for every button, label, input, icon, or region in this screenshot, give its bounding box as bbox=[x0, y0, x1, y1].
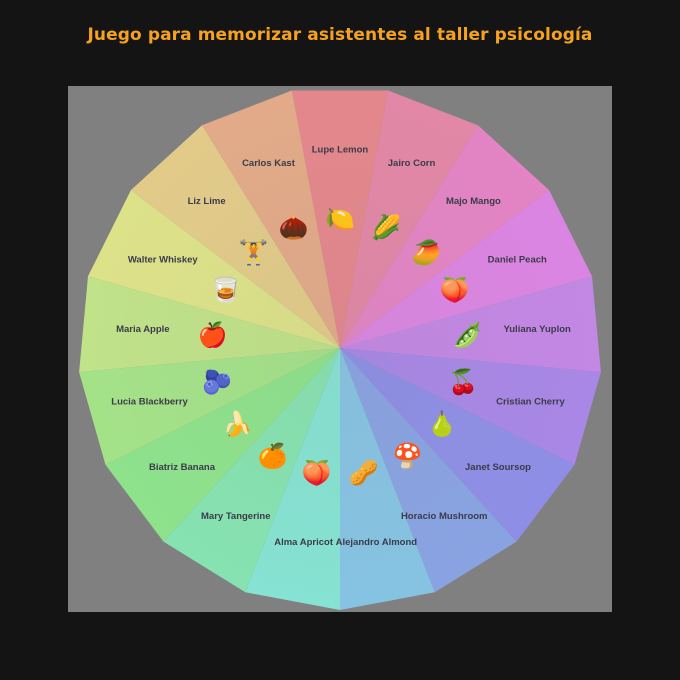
wheel-name-label[interactable]: Cristian Cherry bbox=[496, 397, 565, 408]
mushroom-icon[interactable]: 🍄 bbox=[392, 442, 422, 470]
blueberries-icon[interactable]: 🫐 bbox=[202, 368, 232, 396]
wheel-slice[interactable] bbox=[291, 90, 389, 348]
wheel-name-label[interactable]: Alejandro Almond bbox=[336, 537, 418, 548]
wheel-name-label[interactable]: Horacio Mushroom bbox=[401, 511, 488, 522]
wheel-slice[interactable] bbox=[340, 276, 601, 373]
corn-icon[interactable]: 🌽 bbox=[371, 213, 401, 242]
wheel-slice[interactable] bbox=[340, 348, 575, 542]
cherry-icon[interactable]: 🍒 bbox=[448, 368, 478, 396]
wheel-slice[interactable] bbox=[245, 348, 340, 610]
wheel-name-label[interactable]: Walter Whiskey bbox=[128, 254, 199, 265]
wheel-name-label[interactable]: Mary Tangerine bbox=[201, 511, 271, 522]
wheel-name-label[interactable]: Daniel Peach bbox=[488, 254, 547, 265]
wheel-slice[interactable] bbox=[202, 90, 340, 348]
banana-icon[interactable]: 🍌 bbox=[223, 410, 253, 438]
wheel-slice[interactable] bbox=[79, 276, 340, 373]
wheel-slice[interactable] bbox=[340, 348, 435, 610]
wheel-slice[interactable] bbox=[88, 190, 340, 348]
apricot-icon[interactable]: 🍑 bbox=[302, 459, 332, 487]
wheel-name-label[interactable]: Lucia Blackberry bbox=[111, 397, 188, 408]
wheel-slice[interactable] bbox=[105, 348, 340, 542]
pear-icon[interactable]: 🍐 bbox=[427, 410, 457, 438]
lemon-icon[interactable]: 🍋 bbox=[325, 205, 355, 233]
tangerine-icon[interactable]: 🍊 bbox=[258, 442, 289, 470]
wheel-slice[interactable] bbox=[340, 90, 478, 348]
wheel-name-label[interactable]: Majo Mango bbox=[446, 196, 501, 207]
wheel-name-label[interactable]: Biatriz Banana bbox=[149, 462, 216, 473]
whiskey-glass-icon[interactable]: 🥃 bbox=[210, 276, 240, 304]
wheel-name-label[interactable]: Jairo Corn bbox=[388, 158, 436, 169]
wheel-name-label[interactable]: Maria Apple bbox=[116, 324, 170, 335]
wheel-name-label[interactable]: Yuliana Yuplon bbox=[503, 324, 571, 335]
wheel-name-label[interactable]: Lupe Lemon bbox=[312, 145, 369, 156]
wheel-slice[interactable] bbox=[340, 190, 592, 348]
weightlifter-icon[interactable]: 🏋 bbox=[239, 238, 269, 266]
page-title: Juego para memorizar asistentes al talle… bbox=[87, 25, 593, 45]
wheel-name-label[interactable]: Alma Apricot bbox=[274, 537, 334, 548]
wheel-name-label[interactable]: Liz Lime bbox=[188, 196, 226, 207]
mango-icon[interactable]: 🥭 bbox=[411, 238, 441, 266]
wheel-slice[interactable] bbox=[163, 348, 340, 593]
wheel-slice[interactable] bbox=[130, 125, 340, 349]
wheel-name-label[interactable]: Carlos Kast bbox=[242, 158, 296, 169]
pea-pod-icon[interactable]: 🫛 bbox=[453, 321, 483, 349]
peanut-icon[interactable]: 🥜 bbox=[349, 457, 379, 487]
apple-icon[interactable]: 🍎 bbox=[198, 320, 228, 349]
wheel-slice[interactable] bbox=[340, 348, 517, 593]
wheel-slice[interactable] bbox=[340, 348, 601, 465]
chestnut-icon[interactable]: 🌰 bbox=[279, 214, 309, 242]
peach-icon[interactable]: 🍑 bbox=[440, 276, 470, 304]
wheel-slice[interactable] bbox=[79, 348, 340, 465]
wheel-slice[interactable] bbox=[340, 125, 550, 349]
wheel-name-label[interactable]: Janet Soursop bbox=[465, 462, 531, 473]
